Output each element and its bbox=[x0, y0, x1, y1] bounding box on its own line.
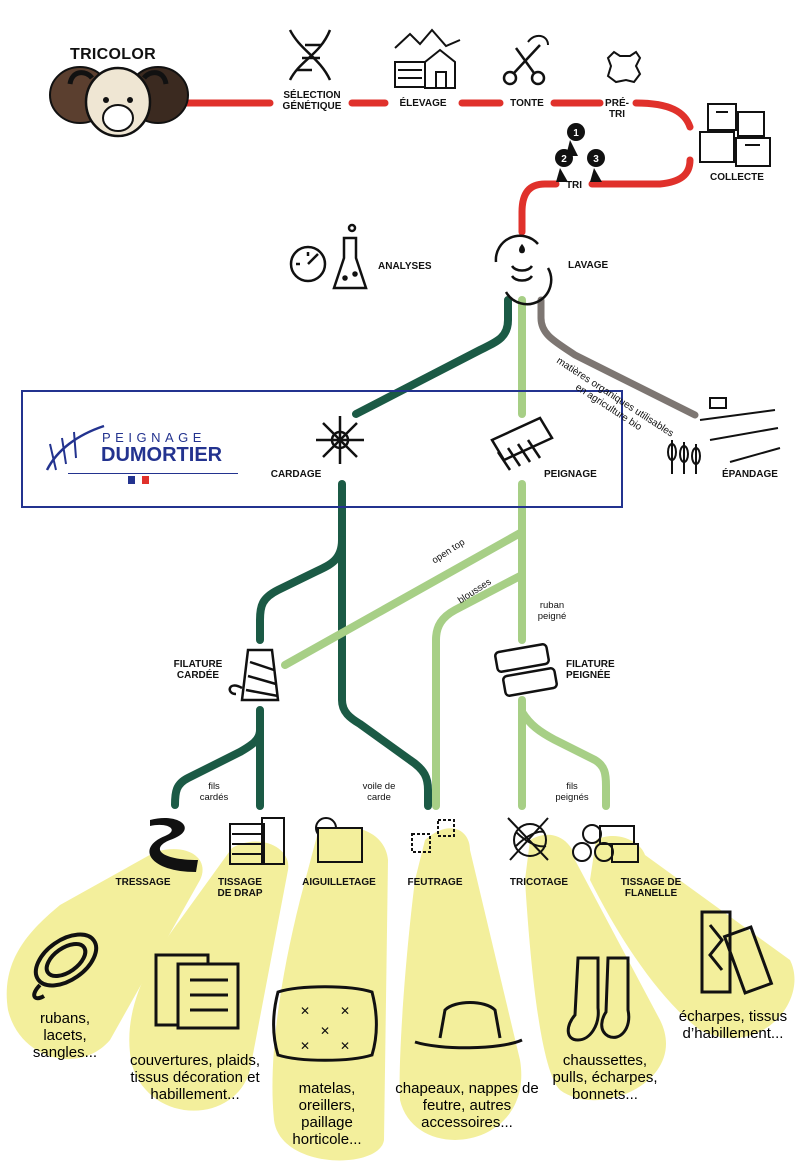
fabric-rolls-icon bbox=[229, 817, 285, 865]
dumortier-logo-mark bbox=[45, 424, 105, 471]
label-epandage: ÉPANDAGE bbox=[722, 469, 778, 480]
beam-feutrage bbox=[399, 828, 522, 1140]
products-tissage-flanelle: écharpes, tissus d’habillement... bbox=[678, 1008, 788, 1042]
svg-text:✕: ✕ bbox=[340, 1004, 350, 1018]
partner-line1: PEIGNAGE bbox=[102, 430, 206, 445]
hat-icon bbox=[414, 1001, 523, 1050]
gauge-icon bbox=[289, 245, 327, 283]
svg-text:✕: ✕ bbox=[300, 1004, 310, 1018]
hide-icon bbox=[606, 50, 642, 84]
products-feutrage: chapeaux, nappes de feutre, autres acces… bbox=[395, 1080, 539, 1131]
beam-aiguilletage bbox=[272, 827, 388, 1161]
medal-1-number: 1 bbox=[573, 128, 579, 139]
red-supply-path bbox=[181, 99, 694, 236]
flask-icon bbox=[332, 223, 368, 290]
dna-icon bbox=[288, 29, 332, 81]
medal-3-number: 3 bbox=[593, 154, 599, 165]
felt-pieces-icon bbox=[411, 819, 455, 853]
scarf-icon bbox=[700, 910, 774, 995]
label-elevage: ÉLEVAGE bbox=[399, 98, 447, 109]
farm-icon bbox=[394, 28, 461, 89]
label-aiguilletage: AIGUILLETAGE bbox=[302, 877, 376, 888]
partner-rule bbox=[68, 473, 238, 474]
label-filature-peignee: FILATURE PEIGNÉE bbox=[566, 659, 615, 681]
felt-roll-icon bbox=[315, 817, 363, 863]
scissors-icon bbox=[502, 34, 549, 86]
partner-line2: DUMORTIER bbox=[101, 444, 223, 466]
pillow-icon: ✕ ✕ ✕ ✕ ✕ bbox=[272, 985, 378, 1062]
label-analyses: ANALYSES bbox=[378, 261, 432, 272]
label-peignage: PEIGNAGE bbox=[544, 469, 597, 480]
label-tricotage: TRICOTAGE bbox=[509, 877, 569, 888]
label-filature-cardee: FILATURE CARDÉE bbox=[173, 659, 223, 681]
label-tissage-drap: TISSAGE DE DRAP bbox=[217, 877, 263, 899]
label-lavage: LAVAGE bbox=[568, 260, 609, 271]
rope-icon bbox=[32, 932, 99, 1001]
label-voile-de-carde: voile de carde bbox=[362, 781, 396, 803]
dark-green-path bbox=[171, 296, 512, 810]
grey-organic-path bbox=[537, 296, 699, 419]
combed-spools-icon bbox=[494, 643, 558, 697]
svg-text:✕: ✕ bbox=[340, 1039, 350, 1053]
label-ruban-peigne: ruban peigné bbox=[537, 600, 567, 622]
carded-spool-icon bbox=[228, 648, 280, 702]
field-wheat-icon bbox=[667, 397, 781, 474]
blankets-icon bbox=[154, 953, 240, 1030]
label-selection: SÉLECTION GÉNÉTIQUE bbox=[282, 90, 342, 112]
flag-red bbox=[142, 476, 149, 484]
brand-title: TRICOLOR bbox=[70, 46, 156, 63]
flag-white bbox=[135, 476, 142, 484]
label-tissage-flanelle: TISSAGE DE FLANELLE bbox=[620, 877, 682, 899]
boxes-icon bbox=[699, 103, 771, 167]
ribbon-icon bbox=[149, 818, 198, 872]
medals-icon bbox=[555, 123, 605, 182]
comb-icon bbox=[490, 416, 554, 471]
sheep-logo bbox=[49, 66, 189, 138]
label-pretri: PRÉ-TRI bbox=[605, 98, 629, 120]
flannel-rolls-icon bbox=[572, 824, 639, 863]
label-tressage: TRESSAGE bbox=[115, 877, 171, 888]
peignage-dumortier-frame bbox=[21, 390, 623, 508]
flag-blue bbox=[128, 476, 135, 484]
label-fils-peignes: fils peignés bbox=[555, 781, 589, 803]
medal-2-number: 2 bbox=[561, 154, 567, 165]
label-collecte: COLLECTE bbox=[710, 172, 764, 183]
light-green-path bbox=[281, 296, 610, 810]
yarn-ball-icon bbox=[507, 817, 549, 861]
beam-tricotage bbox=[525, 834, 667, 1101]
products-aiguilletage: matelas, oreillers, paillage horticole..… bbox=[292, 1080, 362, 1148]
label-feutrage: FEUTRAGE bbox=[407, 877, 463, 888]
products-tricotage: chaussettes, pulls, écharpes, bonnets... bbox=[552, 1052, 658, 1103]
label-cardage: CARDAGE bbox=[270, 469, 322, 480]
label-tonte: TONTE bbox=[510, 98, 544, 109]
label-tri: TRI bbox=[565, 180, 583, 191]
products-tressage: rubans, lacets, sangles... bbox=[32, 1010, 98, 1061]
socks-icon bbox=[566, 956, 631, 1042]
washing-icon bbox=[494, 234, 553, 306]
label-fils-cardes: fils cardés bbox=[199, 781, 229, 803]
carding-star-icon bbox=[316, 416, 364, 464]
products-tissage-drap: couvertures, plaids, tissus décoration e… bbox=[129, 1052, 261, 1103]
beam-tressage bbox=[6, 849, 203, 1060]
svg-text:✕: ✕ bbox=[320, 1024, 330, 1038]
svg-text:✕: ✕ bbox=[300, 1039, 310, 1053]
